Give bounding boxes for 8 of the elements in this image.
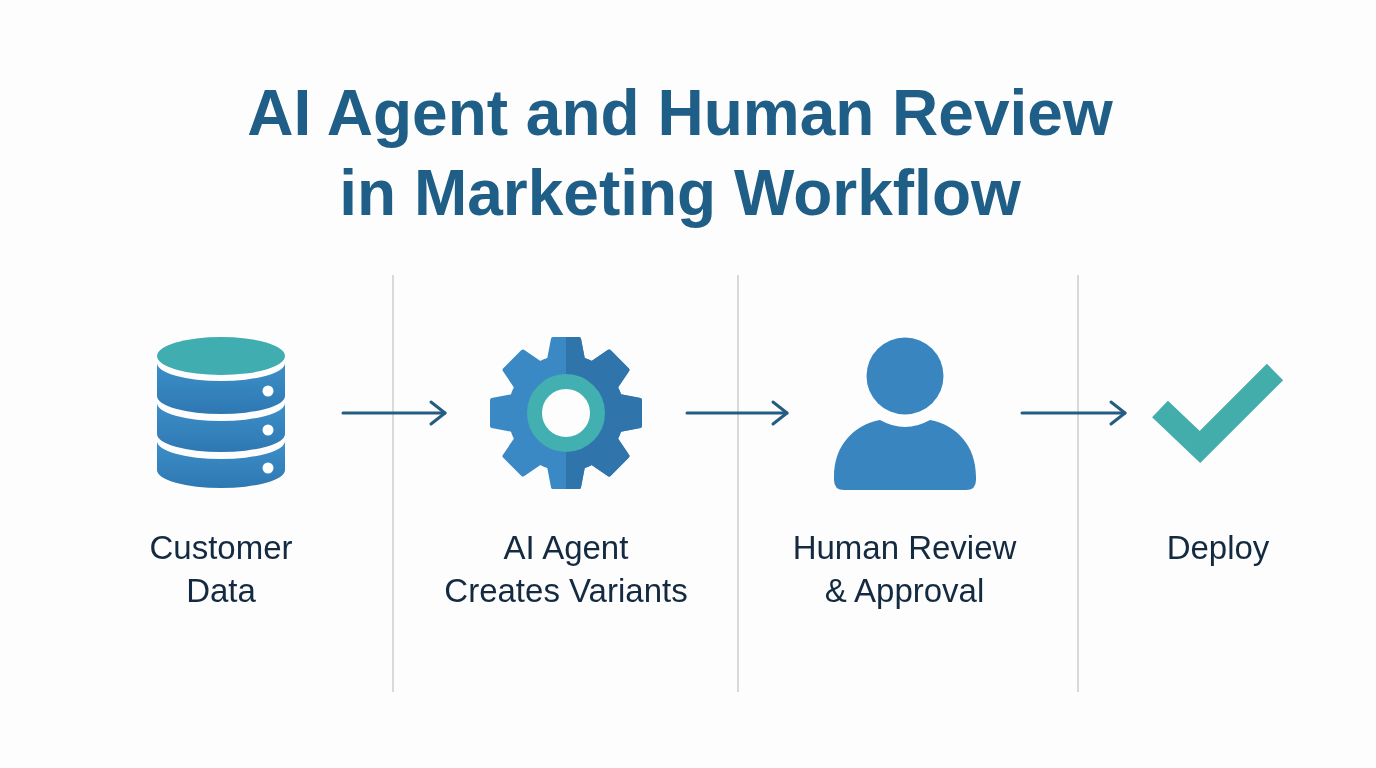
arrow (341, 400, 447, 426)
step-label: Deploy (1166, 529, 1270, 566)
step-label: Customer Data (149, 529, 293, 609)
arrow (685, 400, 789, 426)
arrow (1020, 400, 1127, 426)
step-label: Human Review & Approval (792, 529, 1017, 609)
step-label: AI Agent Creates Variants (444, 529, 688, 609)
diagram-title: AI Agent and Human Review in Marketing Workflow (246, 76, 1114, 231)
